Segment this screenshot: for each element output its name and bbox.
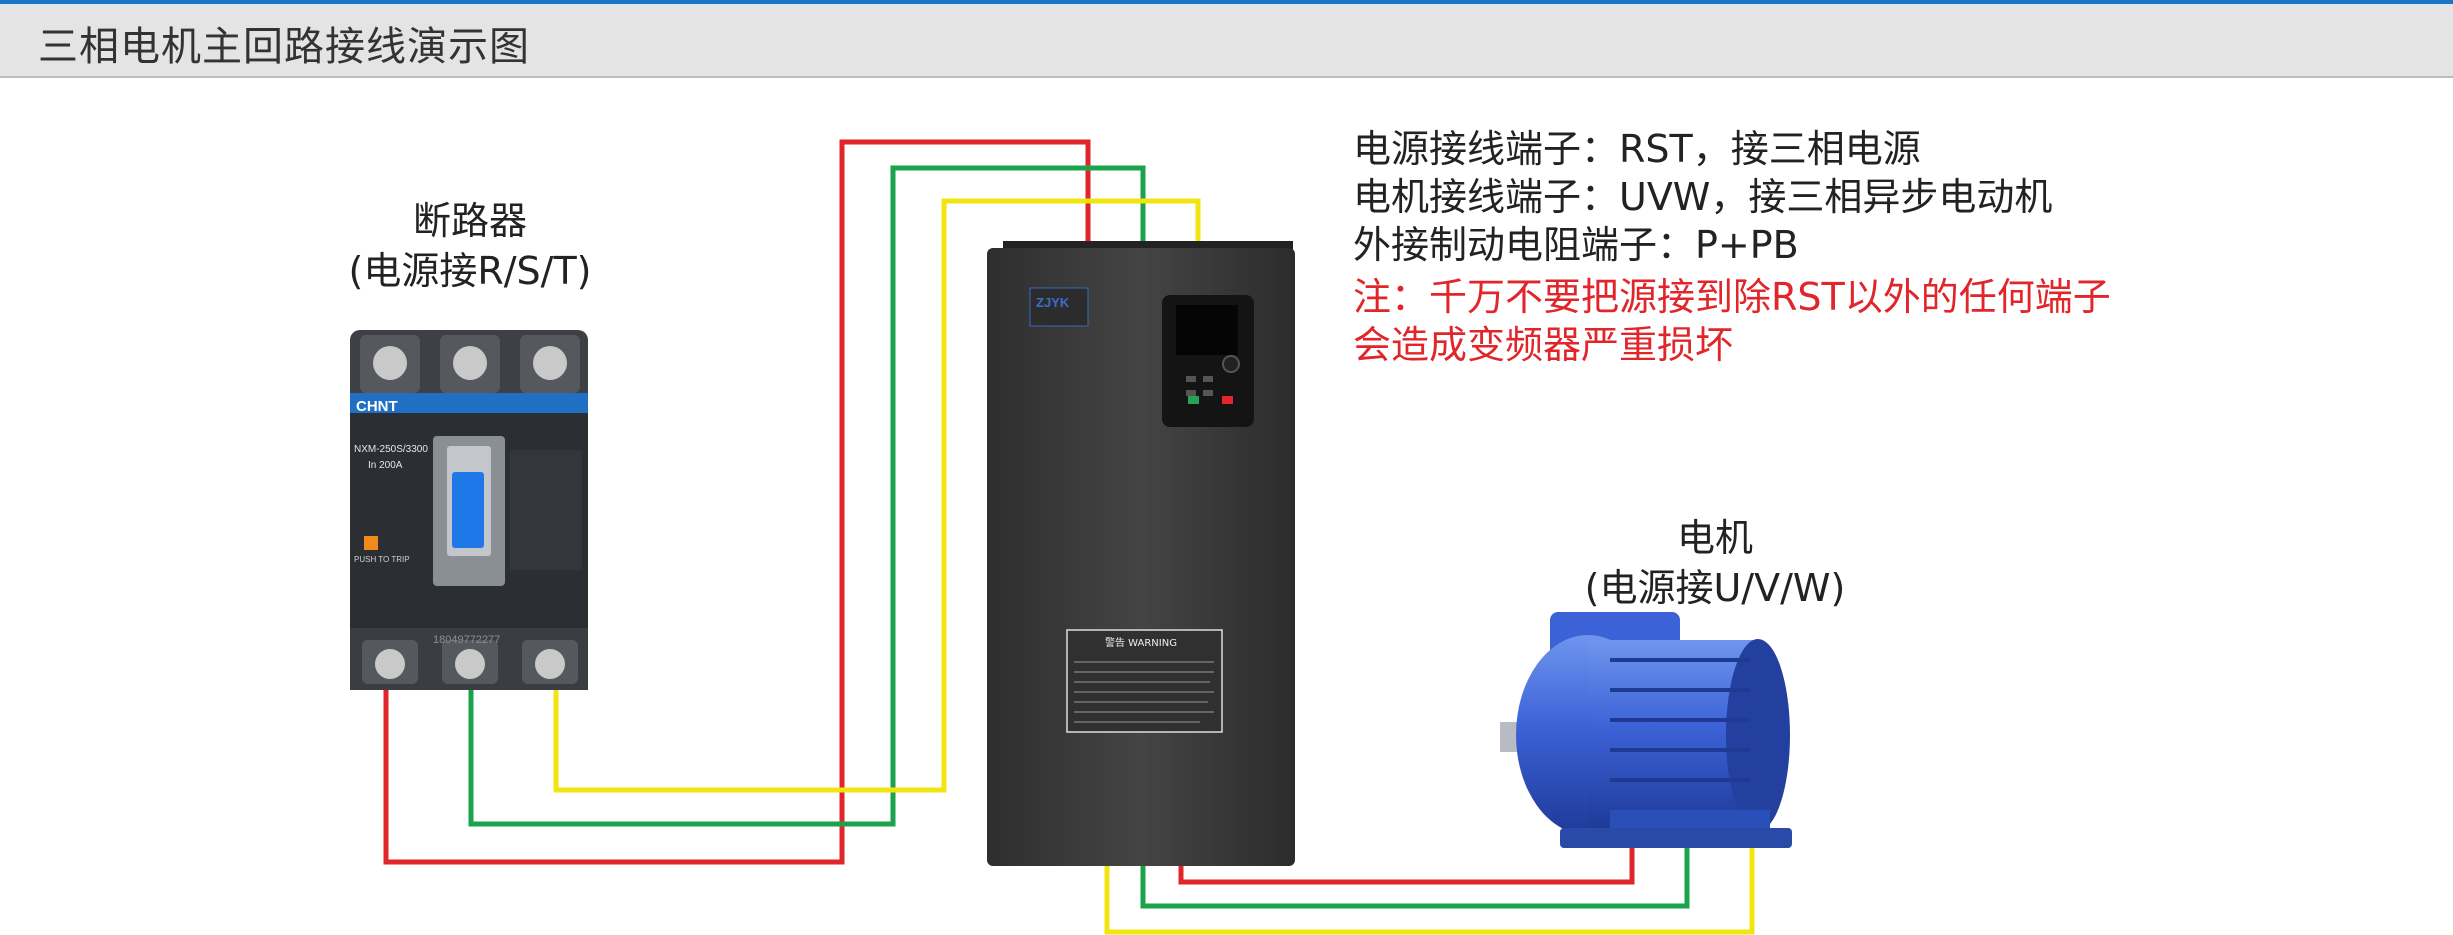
- wire-u-motor: [1178, 835, 1635, 885]
- breaker-image: CHNT NXM-250S/3300 In 200A PUSH TO TRIP …: [350, 330, 588, 690]
- motor-name: 电机: [1676, 516, 1753, 560]
- page-title: 三相电机主回路接线演示图: [38, 24, 530, 70]
- inverter-logo: ZJYK: [1036, 295, 1070, 310]
- motor-label: 电机 (电源接U/V/W): [1560, 513, 1870, 613]
- title-bar: 三相电机主回路接线演示图: [0, 0, 2453, 78]
- wire-v-motor: [1140, 835, 1690, 909]
- wire-w-motor: [1104, 835, 1755, 935]
- inverter-image: ZJYK 警告 WARNING: [987, 241, 1295, 866]
- breaker-model: NXM-250S/3300: [354, 444, 428, 455]
- breaker-brand: CHNT: [356, 398, 398, 415]
- terminal-notes: 电源接线端子：RST，接三相电源 电机接线端子：UVW，接三相异步电动机 外接制…: [1353, 125, 2111, 369]
- wire-t-breaker: [553, 198, 1201, 793]
- motor-power-label: (电源接U/V/W): [1584, 566, 1846, 610]
- note-motor-terminals: 电机接线端子：UVW，接三相异步电动机: [1353, 175, 2053, 219]
- breaker-power-label: (电源接R/S/T): [348, 249, 592, 293]
- warning-line-2: 会造成变频器严重损坏: [1353, 323, 1734, 367]
- breaker-name: 断路器: [412, 199, 527, 243]
- wire-r-breaker: [383, 139, 1091, 865]
- note-brake-terminals: 外接制动电阻端子：P+PB: [1353, 223, 1799, 267]
- breaker-rating: In 200A: [368, 460, 403, 471]
- breaker-push-to-trip: PUSH TO TRIP: [354, 555, 410, 564]
- note-power-terminals: 电源接线端子：RST，接三相电源: [1353, 127, 1921, 171]
- warning-line-1: 注：千万不要把源接到除RST以外的任何端子: [1353, 275, 2111, 319]
- breaker-serial: 18049772277: [433, 634, 500, 646]
- wire-s-breaker: [468, 165, 1146, 827]
- inverter-warning-title: 警告 WARNING: [1105, 636, 1177, 649]
- motor-image: [1500, 612, 1792, 848]
- breaker-label: 断路器 (电源接R/S/T): [330, 196, 610, 296]
